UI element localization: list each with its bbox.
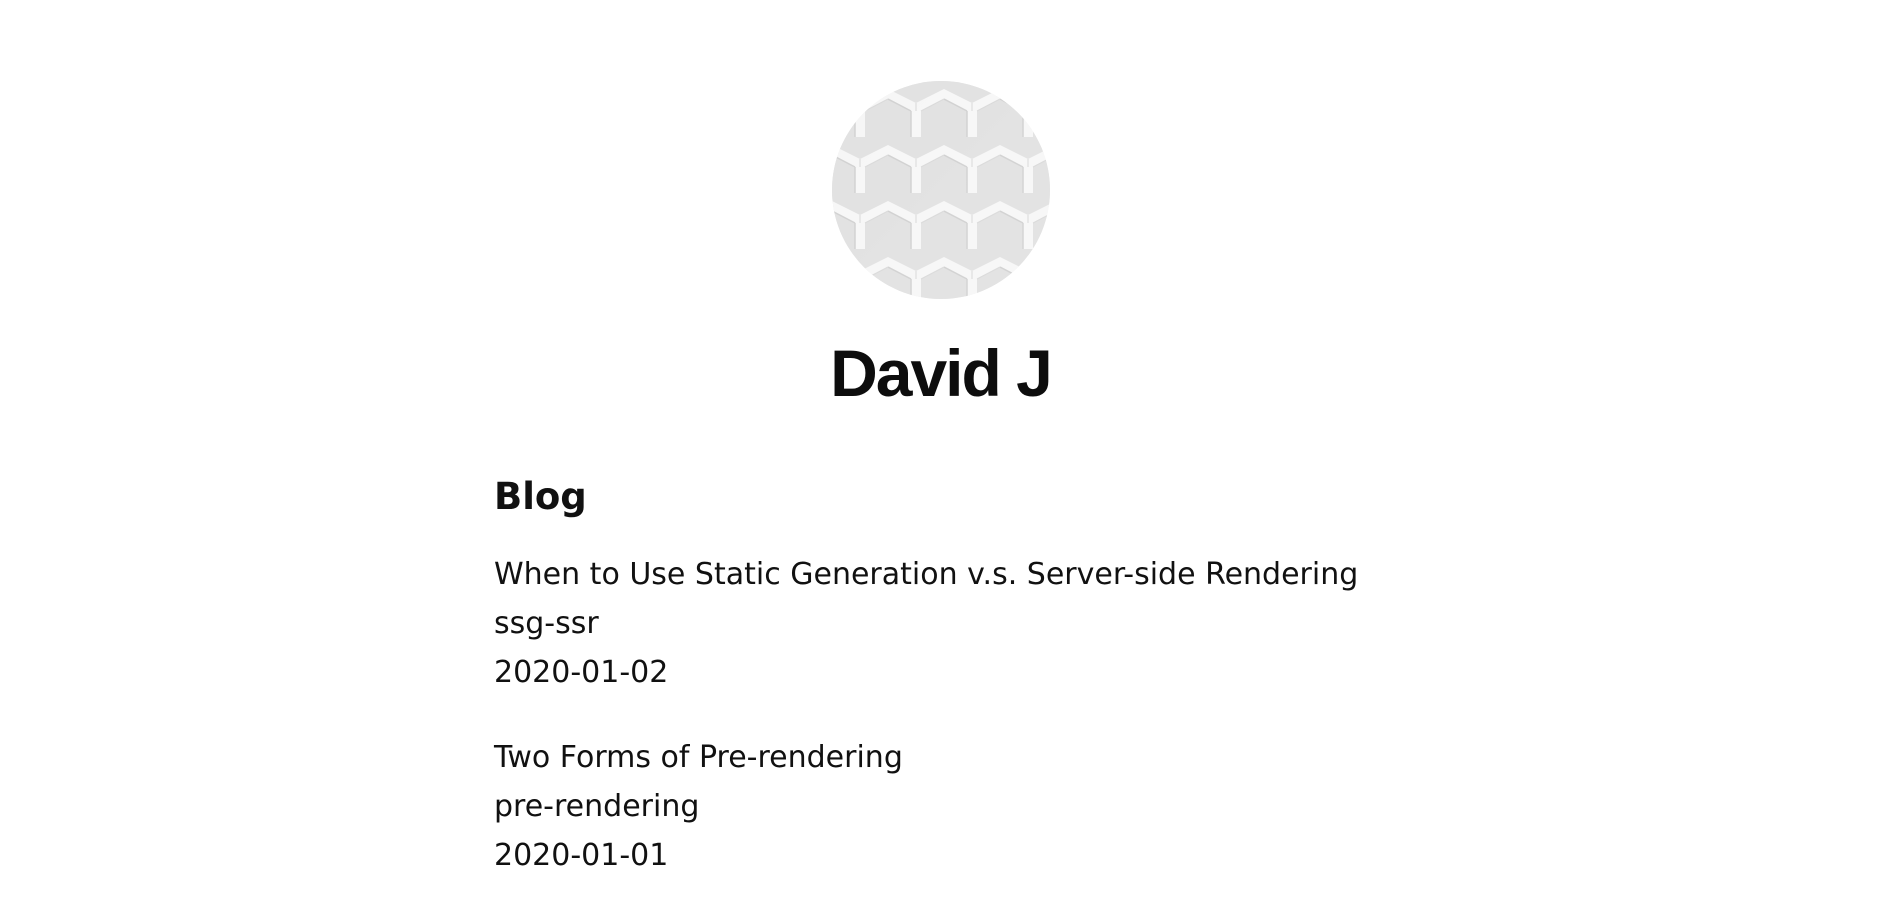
- list-item: When to Use Static Generation v.s. Serve…: [494, 550, 1394, 697]
- post-slug: pre-rendering: [494, 789, 700, 824]
- avatar: [831, 81, 1050, 299]
- post-title-link[interactable]: Two Forms of Pre-rendering: [494, 740, 903, 775]
- post-slug: ssg-ssr: [494, 606, 599, 641]
- blog-heading: Blog: [494, 475, 587, 518]
- profile-header: David J: [0, 81, 1887, 413]
- post-date: 2020-01-01: [494, 838, 669, 873]
- profile-name: David J: [830, 336, 1053, 410]
- avatar-pattern-icon: [831, 81, 1050, 299]
- post-list: When to Use Static Generation v.s. Serve…: [494, 550, 1394, 880]
- blog-section: Blog When to Use Static Generation v.s. …: [494, 470, 1394, 903]
- list-item: Two Forms of Pre-rendering pre-rendering…: [494, 733, 1394, 880]
- post-title-link[interactable]: When to Use Static Generation v.s. Serve…: [494, 557, 1359, 592]
- post-date: 2020-01-02: [494, 655, 669, 690]
